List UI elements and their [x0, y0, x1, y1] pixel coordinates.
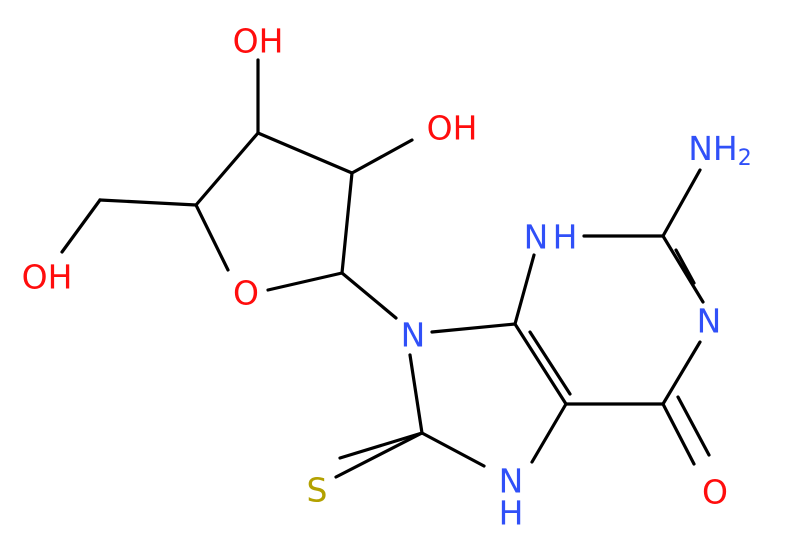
n7-hydrogen-label: H [499, 494, 524, 533]
bond-n9-c4 [430, 322, 517, 334]
bond-c2-nh2 [661, 168, 702, 238]
bond-c2-n1-1 [661, 234, 705, 304]
bond-c8-n7 [420, 431, 486, 468]
bond-c8-s-1 [338, 431, 424, 460]
bond-c8-s-2 [334, 431, 424, 479]
amino-label: NH2 [688, 129, 752, 171]
bond-c4-n3 [513, 253, 536, 326]
bond-c4-c5-1 [513, 322, 568, 406]
thione-sulfur-label: S [307, 471, 328, 510]
amino-subscript: 2 [738, 146, 752, 171]
bond-c4-c5-2 [528, 330, 572, 396]
bond-c3-c4 [194, 131, 260, 207]
n3-hydrogen-label: H [553, 218, 578, 257]
ring-oxygen-label: O [233, 274, 259, 313]
hydroxyl-mid-label: OH [427, 109, 478, 148]
bond-c4-o [194, 203, 230, 272]
bond-c4-c5 [98, 198, 198, 207]
bond-c5-oh [60, 198, 102, 254]
bond-o-c1 [266, 271, 344, 292]
n1-label: N [697, 302, 722, 341]
amino-nh: NH [688, 129, 738, 168]
bond-n9-c8 [408, 353, 424, 435]
hydroxyl-left-label: OH [22, 258, 73, 297]
carbonyl-oxygen-label: O [702, 473, 728, 512]
bond-c2-n1-2 [674, 248, 696, 285]
bond-c1-n9 [340, 271, 398, 320]
bond-c2-oh [350, 138, 414, 175]
bond-n7-c5 [530, 402, 568, 464]
bond-c6-o-2 [676, 395, 711, 457]
n3-label: N [524, 218, 549, 257]
bond-c6-o-1 [661, 402, 696, 466]
n9-label: N [401, 316, 426, 355]
n7-label: N [499, 462, 524, 501]
hydroxyl-top-label: OH [233, 22, 284, 61]
bond-c6-n1 [661, 340, 702, 406]
bond-c2-c1 [340, 171, 354, 275]
bond-c3-c2 [256, 131, 354, 175]
